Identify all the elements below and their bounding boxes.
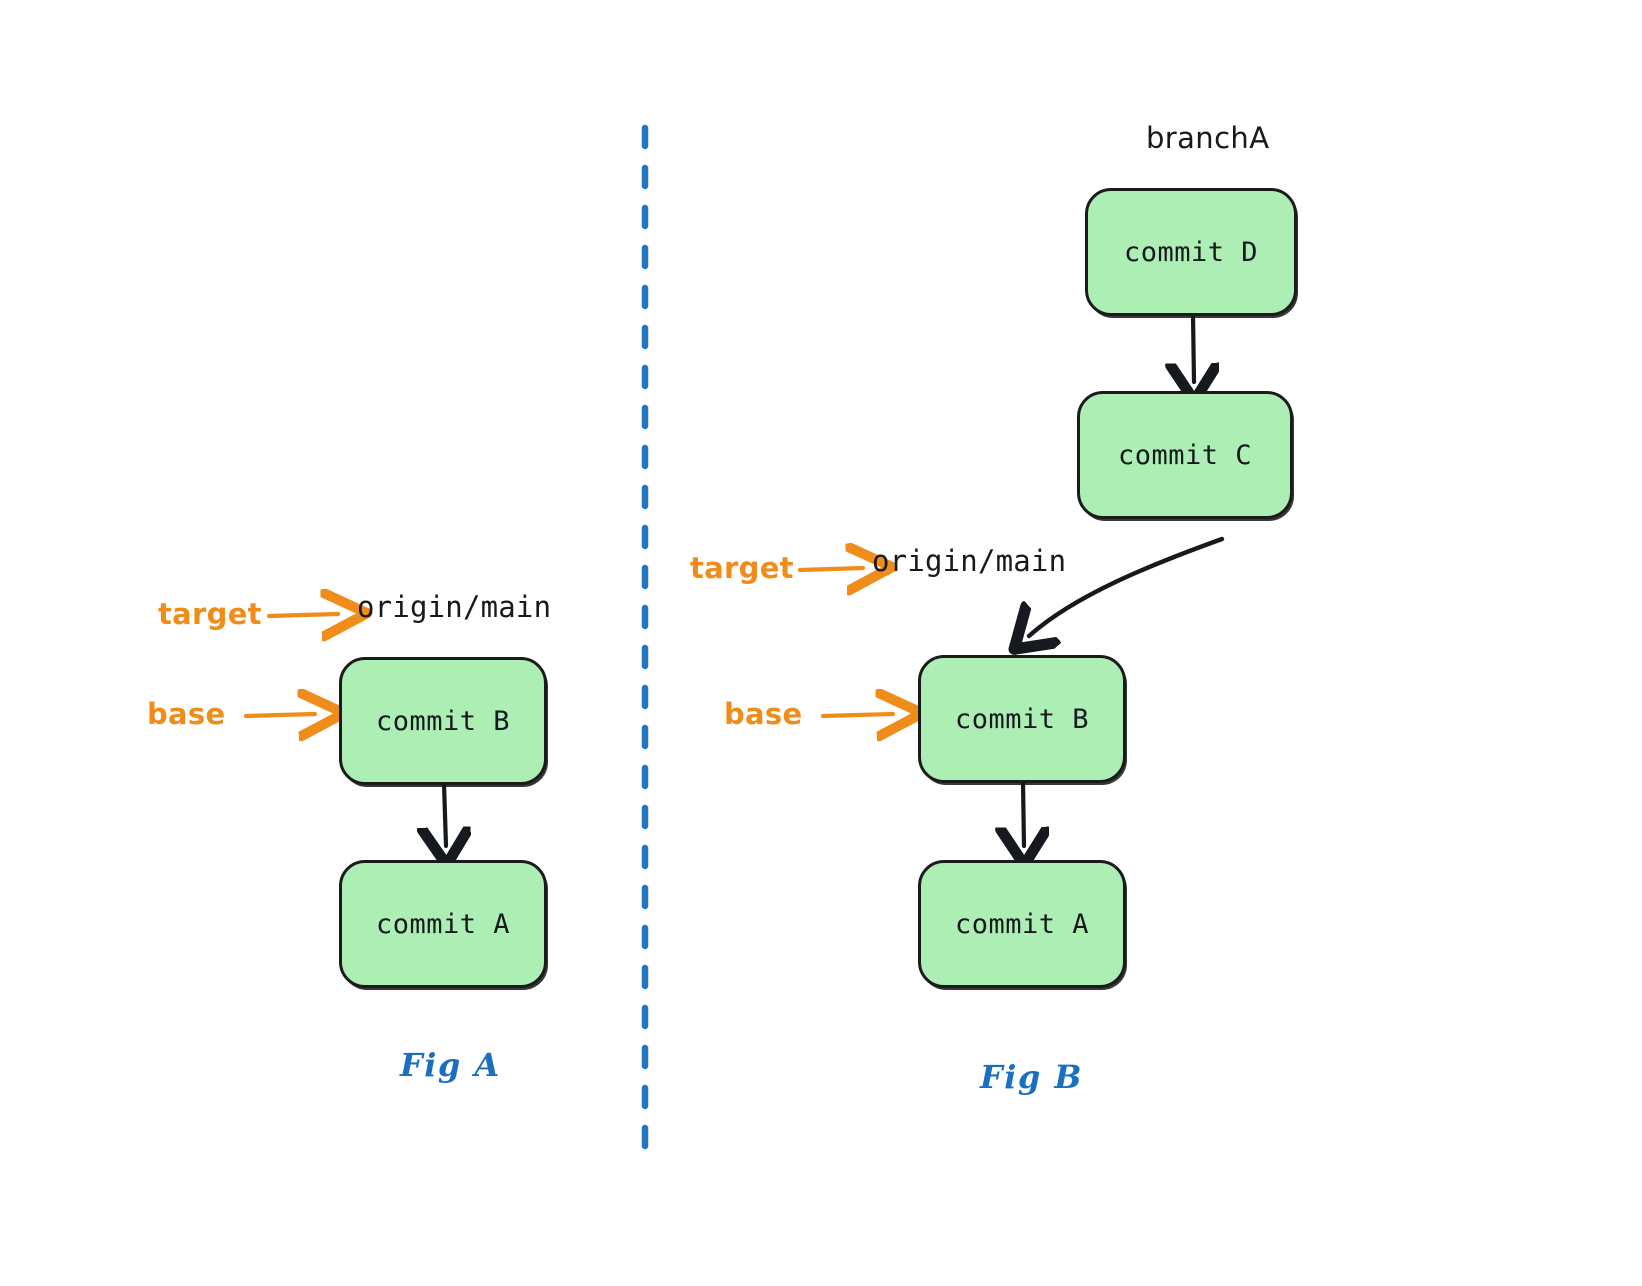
arrow-base-to-commit-b-a xyxy=(243,714,315,716)
commit-node-d-fig-b[interactable]: commit D xyxy=(1085,188,1297,316)
annotation-base-fig-b: base xyxy=(724,697,803,731)
arrow-commit-b-to-commit-a-b xyxy=(1023,779,1024,846)
annotation-base-fig-a: base xyxy=(147,697,226,731)
arrow-target-to-origin-main-a xyxy=(266,614,338,616)
figure-caption-b: Fig B xyxy=(980,1058,1083,1096)
arrow-base-to-commit-b-b xyxy=(820,714,893,716)
arrow-commit-d-to-commit-c-b xyxy=(1193,312,1194,382)
arrow-target-to-origin-main-b xyxy=(797,568,863,570)
arrow-commit-b-to-commit-a-a xyxy=(444,781,446,846)
commit-node-b-fig-b[interactable]: commit B xyxy=(918,655,1126,783)
ref-label-origin-main-fig-a: origin/main xyxy=(357,590,552,624)
ref-label-branch-a-fig-b: branchA xyxy=(1146,121,1270,155)
commit-node-b-fig-a[interactable]: commit B xyxy=(339,657,547,785)
commit-node-a-fig-a[interactable]: commit A xyxy=(339,860,547,988)
commit-node-a-fig-b[interactable]: commit A xyxy=(918,860,1126,988)
figure-caption-a: Fig A xyxy=(400,1046,501,1084)
annotation-target-fig-b: target xyxy=(690,551,794,585)
annotation-target-fig-a: target xyxy=(158,597,262,631)
ref-label-origin-main-fig-b: origin/main xyxy=(872,544,1067,578)
commit-node-c-fig-b[interactable]: commit C xyxy=(1077,391,1293,519)
